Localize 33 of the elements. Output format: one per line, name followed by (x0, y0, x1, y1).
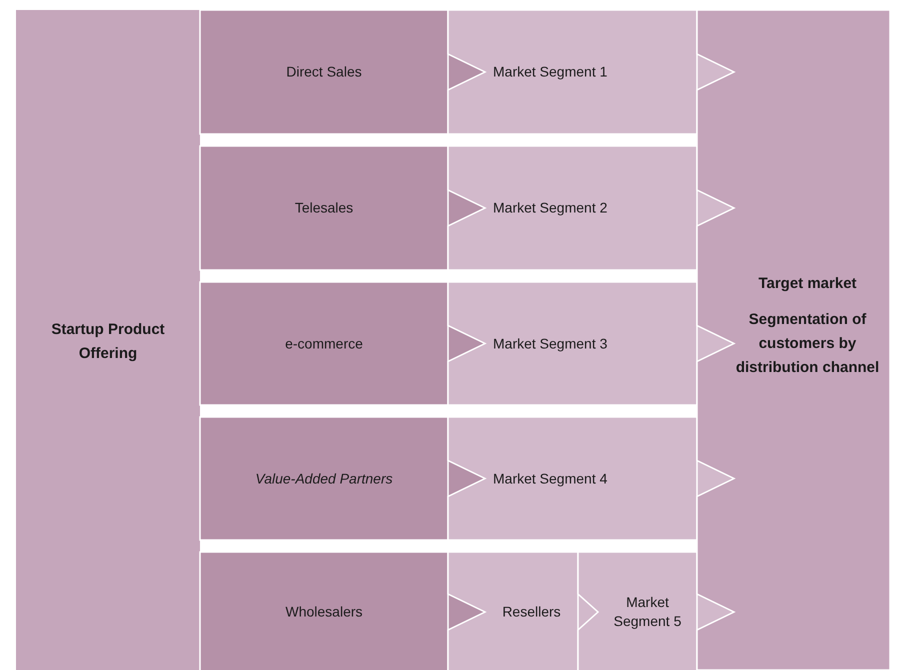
column-heading: Target market (757, 274, 858, 294)
chevron-arrow (448, 54, 485, 90)
channel-label: Telesales (294, 198, 354, 218)
chevron-arrow (448, 190, 485, 226)
channel-label: Value-Added Partners (254, 469, 394, 488)
segment-label: Market Segment 4 (493, 469, 608, 488)
chevron-arrow (697, 54, 734, 90)
chevron-arrow (578, 594, 598, 630)
chevron-arrow (448, 460, 485, 496)
column-heading: Startup Product Offering (50, 320, 166, 364)
segment-label: Market Segment 3 (493, 334, 608, 353)
segment-label: Market Segment 2 (493, 198, 608, 218)
chevron-arrow (448, 594, 485, 630)
chevron-arrow (697, 460, 734, 496)
segment-label: Market Segment 1 (493, 62, 608, 82)
segment-box (448, 146, 697, 270)
chevron-arrow (448, 326, 485, 362)
column-text: Segmentation of customers by distribution channel (734, 310, 880, 378)
segment-box (578, 552, 697, 670)
target-market-column (697, 10, 890, 670)
channel-label: Wholesalers (284, 602, 364, 622)
segment-box (448, 10, 697, 134)
channel-label: e-commerce (284, 334, 364, 353)
segment-label: Market Segment 5 (612, 593, 682, 631)
channel-label: Direct Sales (285, 62, 363, 82)
segment-box (448, 417, 697, 540)
chevron-arrow (697, 190, 734, 226)
segment-box (448, 552, 578, 670)
segment-label: Resellers (501, 602, 562, 622)
offering-column (16, 10, 200, 670)
chevron-arrow (697, 594, 734, 630)
segment-box (448, 282, 697, 405)
chevron-arrow (697, 326, 734, 362)
